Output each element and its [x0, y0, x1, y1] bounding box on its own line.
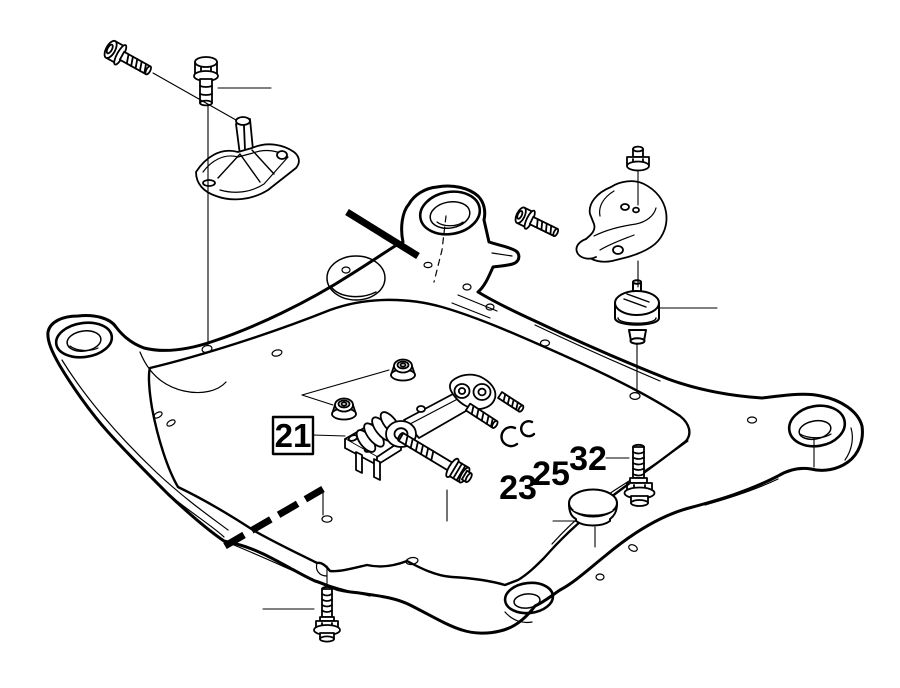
callout-21-box	[271, 415, 315, 456]
section-cut-dashed	[223, 485, 325, 550]
leader-line	[152, 72, 237, 121]
frame-hole	[166, 419, 176, 427]
tower-centerline	[433, 215, 447, 283]
callout-21-label: 21	[275, 417, 312, 454]
retaining-clip	[500, 425, 519, 448]
frame-hole	[271, 349, 283, 357]
torque-rod-mount	[344, 373, 497, 481]
section-cut-markers	[223, 209, 420, 550]
rail-notch	[315, 562, 328, 577]
frame-hole	[405, 556, 419, 566]
stud-bolt-upper	[497, 391, 536, 438]
bolt-flange-vertical-top	[193, 56, 219, 107]
flange-nut-lower	[331, 397, 357, 421]
frame-hole	[321, 515, 333, 523]
frame-hole	[485, 303, 495, 311]
engine-mount-bracket-left	[195, 116, 300, 201]
frame-hole	[423, 261, 433, 269]
bolt-hex-top-left	[103, 39, 152, 76]
frame-hole	[539, 339, 551, 347]
engine-mount-bushing	[614, 279, 660, 345]
mount-stud	[373, 458, 381, 481]
bolt-32	[623, 443, 656, 507]
retaining-clip	[519, 420, 536, 438]
flange-nut-upper	[390, 358, 416, 382]
mount-stud	[355, 451, 363, 474]
engine-mount-bracket-right	[575, 180, 668, 263]
leader-line	[312, 434, 346, 437]
mounting-ring-right	[787, 404, 847, 448]
bolt-hex-top-right	[514, 206, 560, 237]
callout-32-label: 32	[569, 440, 607, 478]
flange-nut-top-right	[626, 145, 650, 172]
leader-line	[301, 369, 390, 396]
bolt-23	[397, 432, 473, 484]
frame-hole	[628, 544, 638, 552]
stud-bolt-lower	[464, 402, 519, 448]
callout-25-label: 25	[532, 455, 570, 493]
panel-crease-lines	[61, 252, 853, 624]
mounting-ring-front-left	[54, 321, 114, 359]
mounting-ring-bottom	[503, 581, 555, 615]
frame-hole	[595, 573, 605, 581]
frame-hole	[629, 392, 641, 401]
frame-hole	[153, 411, 163, 419]
rubber-cap	[568, 488, 618, 527]
frame-hole	[746, 416, 758, 424]
leader-line	[301, 394, 334, 406]
frame-holes	[153, 261, 758, 581]
frame-boss	[326, 255, 386, 301]
leader-lines	[152, 72, 815, 610]
frame-hole	[462, 283, 472, 291]
frame-hole	[201, 344, 213, 354]
bolt-bottom	[313, 586, 341, 643]
callouts: 21 23 25 32	[271, 415, 607, 507]
section-cut-solid	[345, 209, 420, 259]
tower-ring	[418, 190, 482, 236]
callout-23-label: 23	[499, 469, 537, 507]
